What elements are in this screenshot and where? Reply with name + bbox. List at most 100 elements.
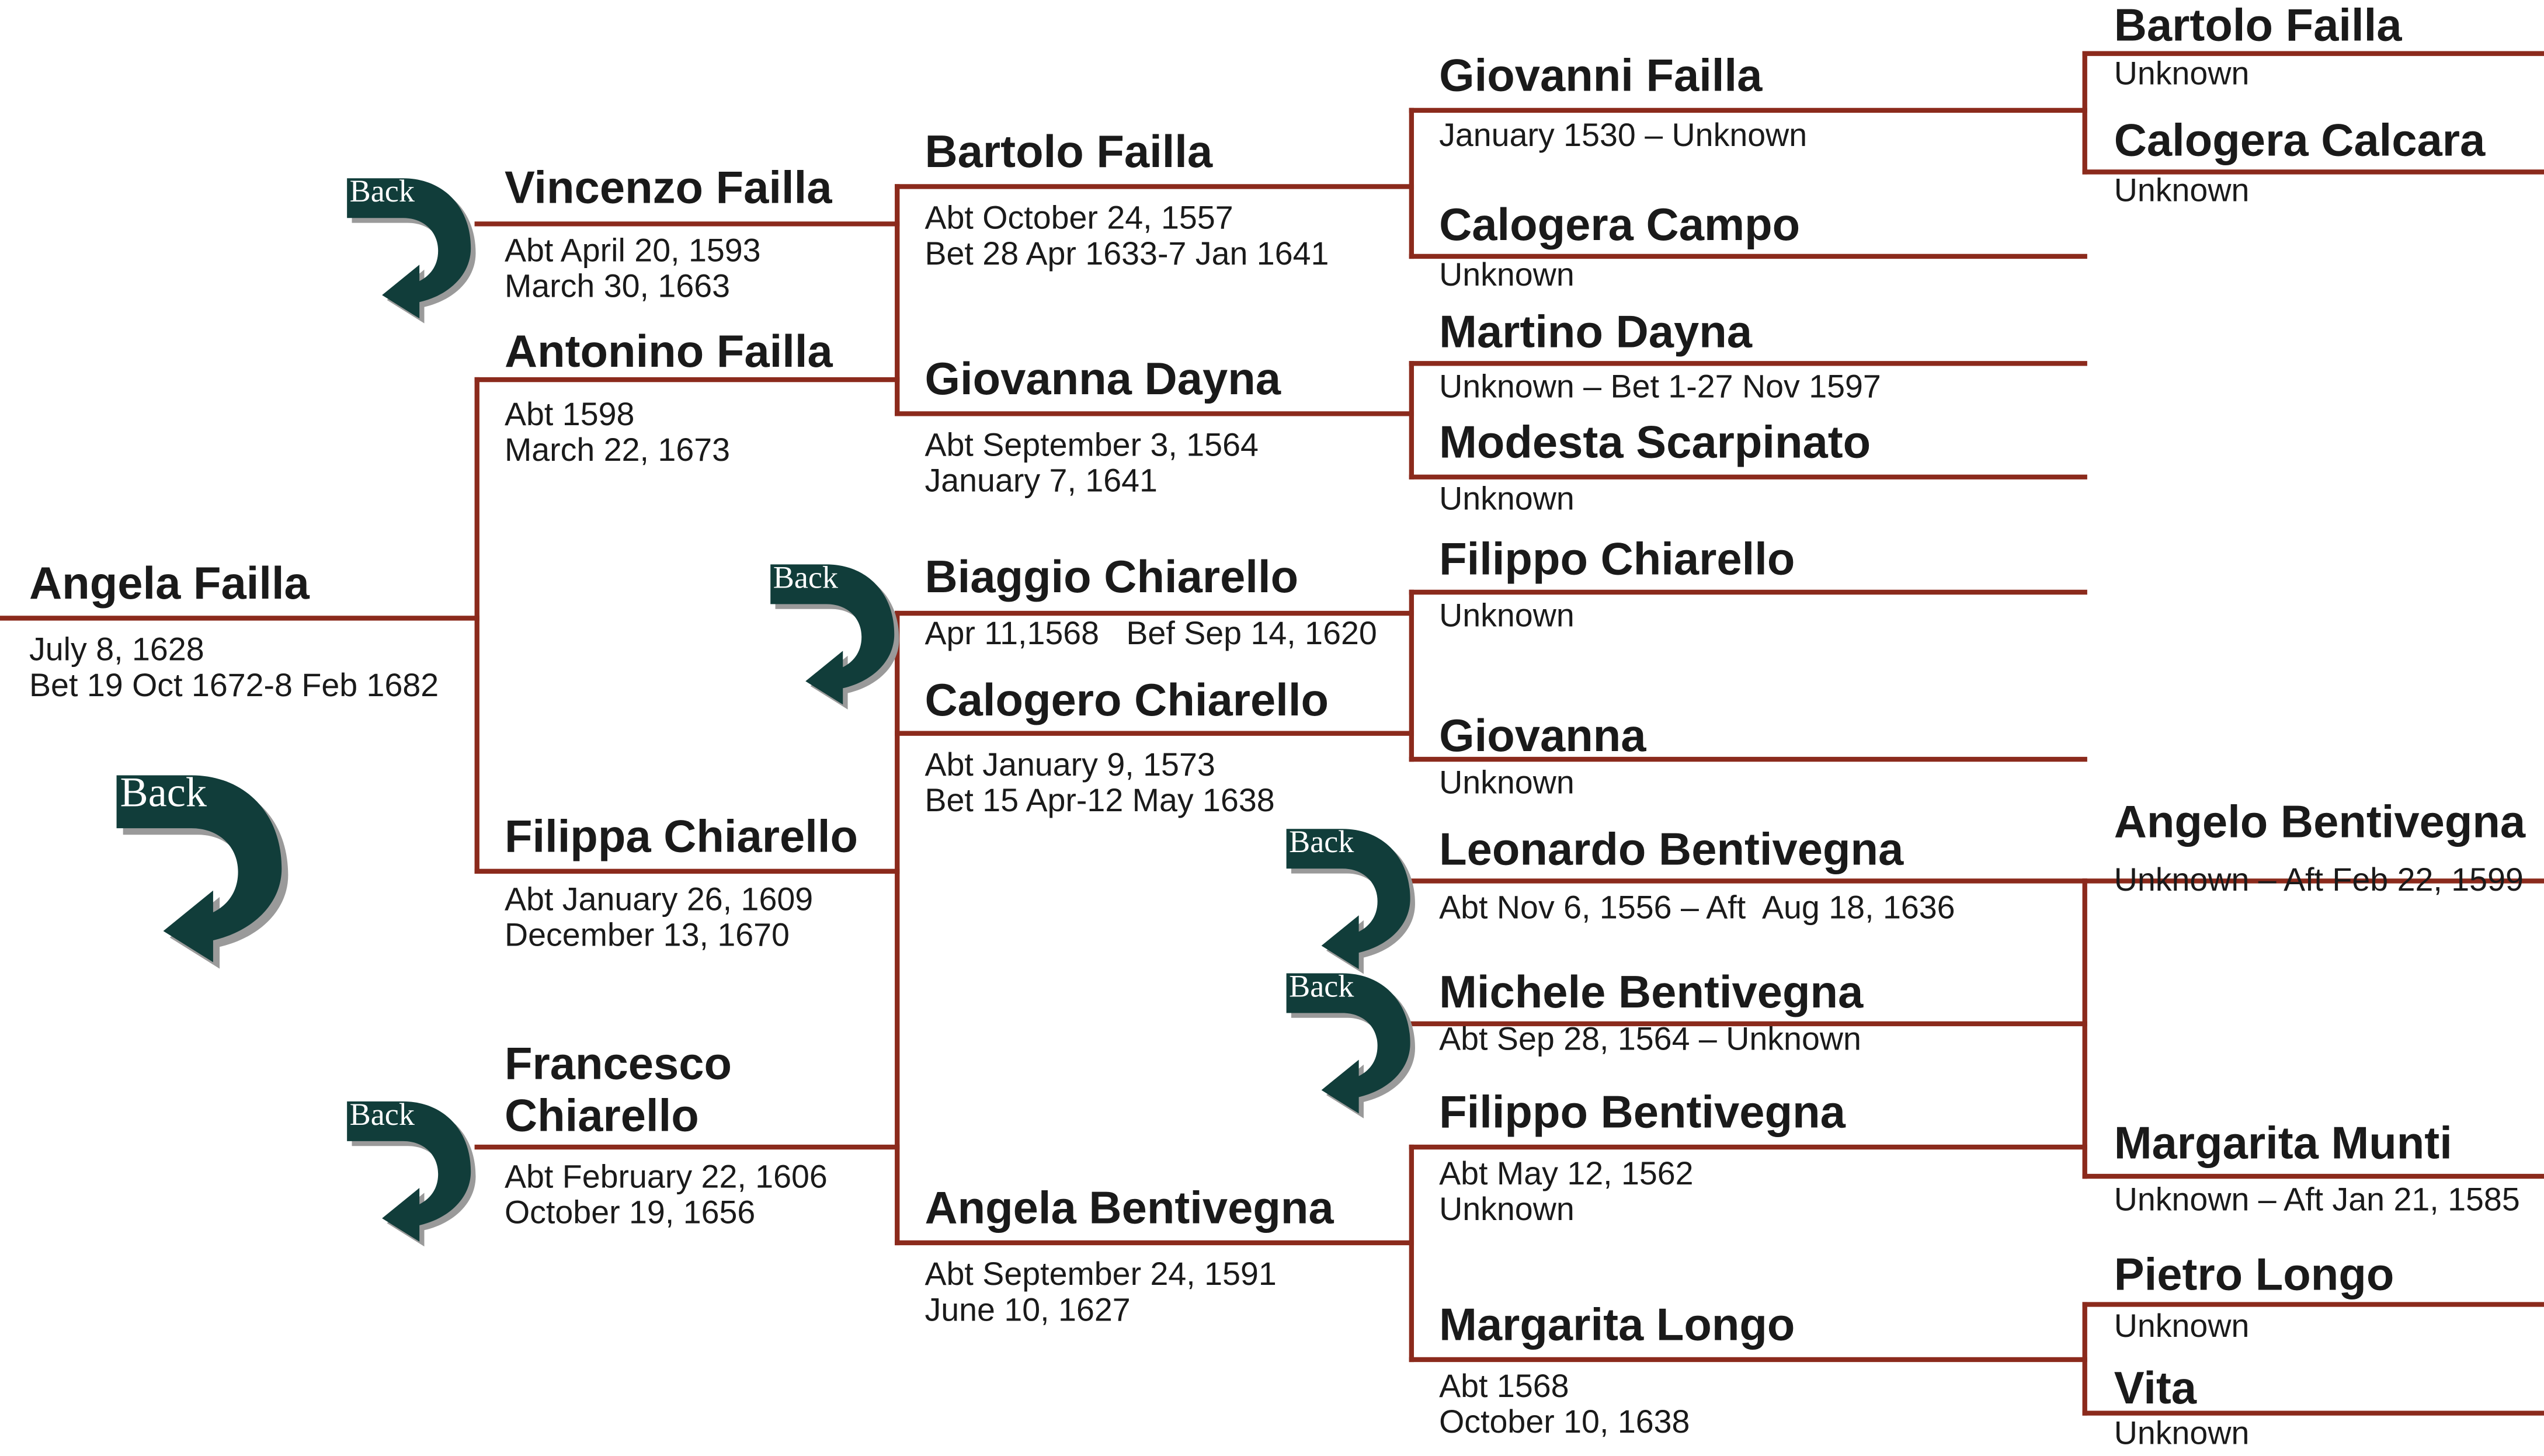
- dates: January 1530 – Unknown: [1439, 118, 1808, 154]
- back-arrow-icon: Back: [1286, 824, 1415, 974]
- person-name: Bartolo Failla: [925, 126, 1213, 177]
- back-button-main[interactable]: Back: [104, 763, 308, 969]
- person-giovanna-dayna: Giovanna Dayna Abt September 3, 1564 Jan…: [925, 354, 1281, 500]
- dates: Unknown: [2114, 1309, 2250, 1345]
- person-name: Giovanna: [1439, 710, 1646, 761]
- person-name: Calogera Campo: [1439, 199, 1801, 250]
- back-label: Back: [773, 560, 839, 595]
- birth-date: Abt September 3, 1564: [925, 428, 1259, 464]
- birth-date: Abt April 20, 1593: [504, 234, 761, 270]
- person-name: Angelo Bentivegna: [2114, 796, 2526, 847]
- person-angela-failla: Angela Failla July 8, 1628 Bet 19 Oct 16…: [29, 558, 439, 704]
- back-button-vincenzo[interactable]: Back: [338, 169, 491, 324]
- person-name: Angela Failla: [29, 558, 310, 609]
- death-date: March 30, 1663: [504, 269, 731, 305]
- person-name: Modesta Scarpinato: [1439, 416, 1871, 468]
- person-francesco-chiarello: Francesco Chiarello Abt February 22, 160…: [505, 1038, 828, 1232]
- dates: Unknown: [1439, 766, 1575, 802]
- back-button-michele[interactable]: Back: [1277, 964, 1430, 1118]
- person-name: Giovanni Failla: [1439, 50, 1763, 101]
- person-name: Leonardo Bentivegna: [1439, 824, 1904, 875]
- person-name: Biaggio Chiarello: [925, 551, 1299, 602]
- person-biaggio-chiarello: Biaggio Chiarello Apr 11,1568 Bef Sep 14…: [925, 552, 1377, 652]
- dates: Unknown: [2114, 57, 2250, 93]
- back-label: Back: [350, 1097, 415, 1132]
- death-date: June 10, 1627: [925, 1293, 1131, 1329]
- birth-date: Abt September 24, 1591: [925, 1257, 1277, 1294]
- person-name: Vincenzo Failla: [504, 162, 832, 213]
- person-vincenzo-failla: Vincenzo Failla Abt April 20, 1593 March…: [505, 162, 832, 305]
- death-date: October 10, 1638: [1439, 1405, 1690, 1441]
- person-name: Vita: [2114, 1363, 2197, 1413]
- birth-date: Abt October 24, 1557: [925, 201, 1233, 237]
- back-label: Back: [1289, 824, 1354, 859]
- birth-date: Abt January 26, 1609: [504, 882, 814, 919]
- back-arrow-icon: Back: [770, 560, 899, 710]
- person-calogero-chiarello: Calogero Chiarello Abt January 9, 1573 B…: [925, 675, 1329, 819]
- person-name: Francesco: [504, 1038, 732, 1089]
- birth-date: Abt February 22, 1606: [504, 1160, 828, 1196]
- back-label: Back: [120, 769, 207, 816]
- person-calogera-calcara: Calogera Calcara Unknown: [2114, 115, 2486, 209]
- back-arrow-icon: Back: [347, 173, 476, 324]
- person-name: Michele Bentivegna: [1439, 967, 1864, 1017]
- dates: Apr 11,1568 Bef Sep 14, 1620: [925, 616, 1377, 652]
- back-arrow-icon: Back: [347, 1097, 476, 1247]
- person-name: Martino Dayna: [1439, 307, 1753, 357]
- person-angela-bentivegna: Angela Bentivegna Abt September 24, 1591…: [925, 1183, 1333, 1329]
- dates: Unknown – Bet 1-27 Nov 1597: [1439, 370, 1881, 406]
- person-vita: Vita Unknown: [2114, 1363, 2250, 1452]
- person-name: Bartolo Failla: [2114, 0, 2402, 51]
- dates: Abt Nov 6, 1556 – Aft Aug 18, 1636: [1439, 891, 1955, 927]
- person-name: Margarita Munti: [2114, 1118, 2452, 1169]
- person-filippo-bentivegna: Filippo Bentivegna Abt May 12, 1562 Unkn…: [1439, 1087, 1846, 1228]
- person-name: Pietro Longo: [2114, 1249, 2394, 1300]
- death-date: Unknown: [1439, 1192, 1575, 1228]
- back-button-francesco[interactable]: Back: [338, 1092, 491, 1247]
- birth-date: Abt 1568: [1439, 1369, 1569, 1405]
- person-name: Antonino Failla: [504, 326, 833, 377]
- person-name-line2: Chiarello: [504, 1090, 699, 1141]
- dates: Unknown: [1439, 482, 1575, 518]
- person-name: Filippo Chiarello: [1439, 533, 1795, 585]
- death-date: January 7, 1641: [925, 464, 1158, 500]
- dates: Unknown: [1439, 599, 1575, 635]
- back-arrow-icon: Back: [1286, 968, 1415, 1118]
- dates: Unknown: [1439, 258, 1575, 294]
- person-antonino-failla: Antonino Failla Abt 1598 March 22, 1673: [505, 326, 833, 468]
- person-name: Margarita Longo: [1439, 1299, 1795, 1350]
- person-bartolo-failla: Bartolo Failla Abt October 24, 1557 Bet …: [925, 127, 1329, 273]
- person-calogera-campo: Calogera Campo Unknown: [1439, 200, 1800, 294]
- person-filippo-chiarello: Filippo Chiarello Unknown: [1439, 534, 1795, 634]
- birth-date: July 8, 1628: [29, 633, 204, 669]
- death-date: October 19, 1656: [504, 1196, 756, 1232]
- dates: Unknown: [2114, 1416, 2250, 1452]
- person-name: Giovanna Dayna: [925, 353, 1281, 404]
- person-pietro-longo: Pietro Longo Unknown: [2114, 1249, 2394, 1345]
- person-name: Calogero Chiarello: [925, 675, 1329, 725]
- back-button-biaggio[interactable]: Back: [761, 555, 915, 710]
- person-leonardo-bentivegna: Leonardo Bentivegna Abt Nov 6, 1556 – Af…: [1439, 824, 1955, 926]
- death-date: March 22, 1673: [504, 433, 731, 469]
- person-bartolo-failla-sr: Bartolo Failla Unknown: [2114, 0, 2402, 92]
- person-angelo-bentivegna: Angelo Bentivegna Unknown – Aft Feb 22, …: [2114, 797, 2525, 899]
- dates: Abt Sep 28, 1564 – Unknown: [1439, 1022, 1861, 1058]
- death-date: Bet 15 Apr-12 May 1638: [925, 783, 1275, 819]
- back-arrow-icon: Back: [116, 769, 289, 969]
- birth-date: Abt 1598: [504, 397, 635, 433]
- back-button-leonardo[interactable]: Back: [1277, 819, 1430, 974]
- back-label: Back: [350, 173, 415, 209]
- person-name: Angela Bentivegna: [925, 1183, 1334, 1233]
- dates: Unknown – Aft Feb 22, 1599: [2114, 863, 2524, 899]
- person-modesta-scarpinato: Modesta Scarpinato Unknown: [1439, 417, 1871, 517]
- birth-date: Abt May 12, 1562: [1439, 1156, 1694, 1193]
- person-filippa-chiarello: Filippa Chiarello Abt January 26, 1609 D…: [505, 811, 858, 954]
- death-date: Bet 28 Apr 1633-7 Jan 1641: [925, 237, 1329, 273]
- death-date: Bet 19 Oct 1672-8 Feb 1682: [29, 668, 439, 704]
- death-date: December 13, 1670: [504, 918, 790, 954]
- person-name: Calogera Calcara: [2114, 115, 2486, 166]
- dates: Unknown: [2114, 173, 2250, 210]
- birth-date: Abt January 9, 1573: [925, 748, 1215, 784]
- person-margarita-munti: Margarita Munti Unknown – Aft Jan 21, 15…: [2114, 1118, 2520, 1218]
